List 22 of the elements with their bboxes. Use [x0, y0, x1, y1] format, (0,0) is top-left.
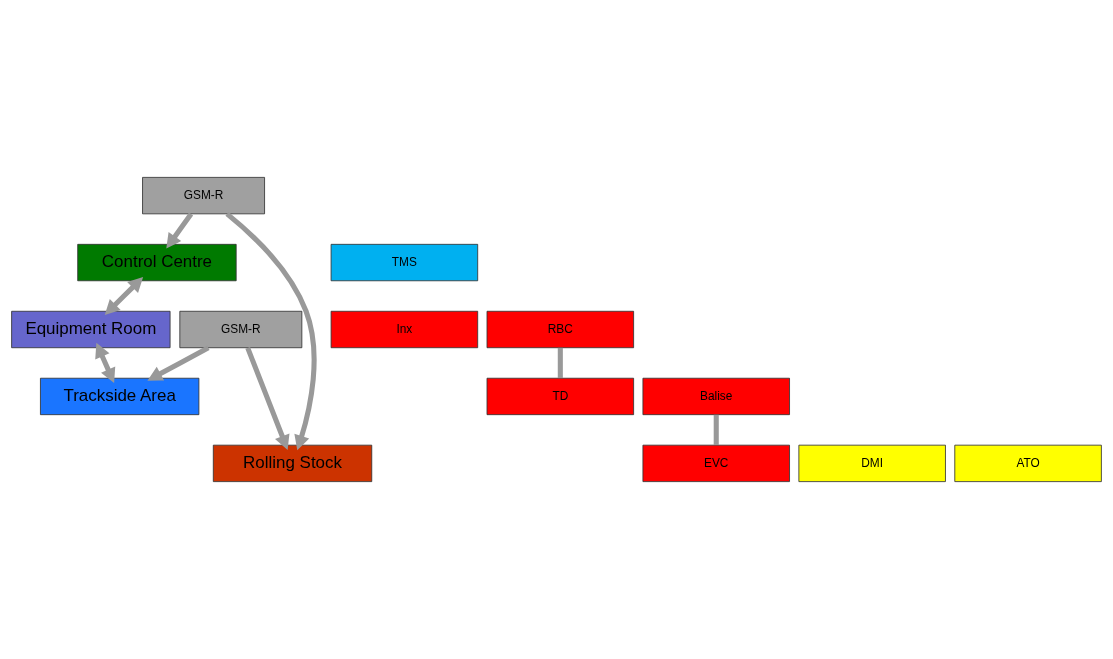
node-box: Rolling Stock	[212, 444, 373, 483]
node-box: ATO	[954, 444, 1102, 483]
node-box: RBC	[486, 310, 635, 349]
node-box: GSM-R	[179, 310, 303, 349]
node-box: Trackside Area	[40, 377, 200, 416]
node-box: Control Centre	[77, 243, 237, 282]
connector	[557, 347, 563, 379]
node-box: EVC	[642, 444, 790, 483]
node-box: TD	[486, 377, 635, 416]
arrow	[104, 277, 144, 315]
node-box: Equipment Room	[11, 310, 171, 349]
arrow	[147, 345, 210, 381]
arrow	[166, 212, 194, 249]
connector	[713, 414, 719, 445]
node-box: GSM-R	[142, 176, 265, 215]
arrow	[225, 211, 317, 451]
node-box: Balise	[642, 377, 790, 416]
arrow	[245, 347, 290, 450]
node-box: Inx	[330, 310, 479, 349]
arrow	[95, 342, 116, 384]
node-box: TMS	[330, 243, 479, 282]
node-box: DMI	[798, 444, 946, 483]
